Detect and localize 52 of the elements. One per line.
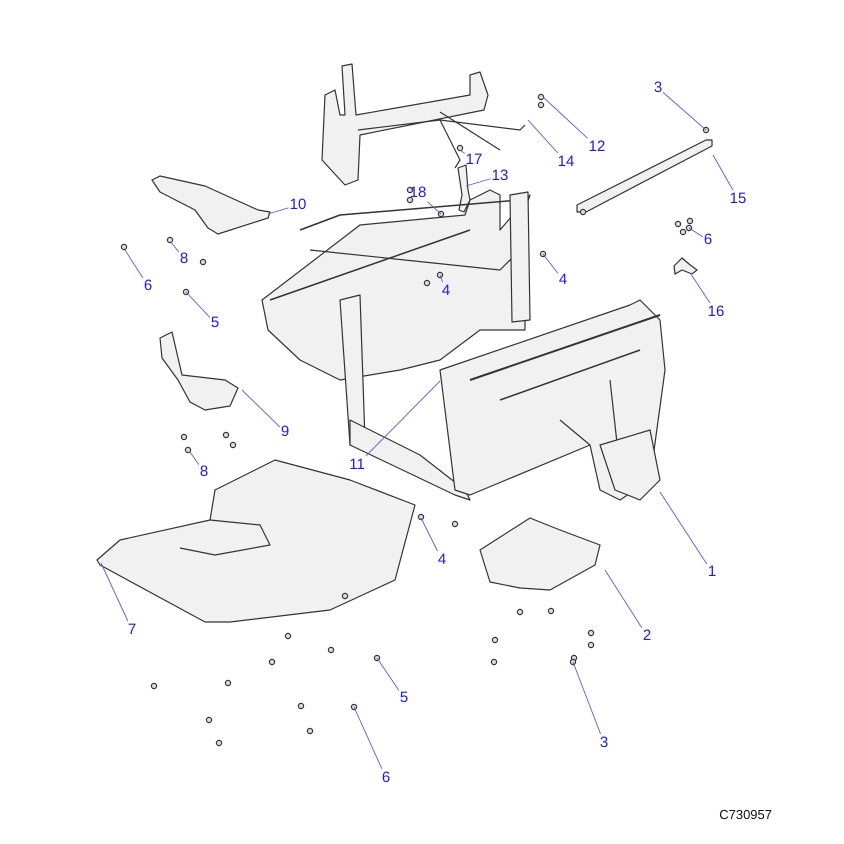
callout-number: 4: [442, 283, 450, 299]
callout-number: 3: [654, 80, 662, 96]
leader-line: [420, 518, 438, 552]
leader-line: [604, 570, 642, 628]
leader-line: [376, 658, 400, 691]
leader-line: [542, 254, 558, 274]
leader-line: [528, 120, 558, 154]
leader-line: [242, 390, 280, 428]
leader-line: [660, 492, 708, 564]
leader-line: [100, 562, 128, 622]
leader-line: [365, 380, 440, 457]
leader-line: [170, 242, 180, 253]
callout-number: 13: [492, 168, 508, 184]
callout-number: 5: [210, 315, 220, 331]
leader-line: [426, 201, 442, 214]
callout-number: 1: [708, 564, 716, 580]
leader-line: [186, 292, 210, 318]
callout-number: 12: [588, 139, 606, 155]
leader-line: [542, 96, 588, 139]
callout-number: 5: [400, 690, 408, 706]
callout-number: 4: [558, 272, 568, 288]
leader-line: [460, 150, 466, 154]
callout-number: 14: [558, 154, 574, 170]
callout-number: 7: [128, 622, 136, 638]
callout-number: 11: [349, 457, 365, 473]
callout-number: 16: [708, 304, 724, 320]
leader-line: [354, 706, 382, 770]
callout-number: 8: [200, 464, 208, 480]
leader-line: [572, 662, 601, 734]
callout-number: 6: [144, 278, 152, 294]
callout-number: 6: [704, 232, 712, 248]
leader-line: [662, 92, 706, 130]
leader-line: [466, 178, 492, 186]
callout-number: 18: [410, 185, 426, 201]
callout-number: 15: [730, 191, 746, 207]
callout-number: 8: [180, 251, 188, 267]
callout-number: 3: [600, 735, 608, 751]
callout-number: 6: [382, 770, 390, 786]
leader-line: [268, 207, 290, 214]
leader-line: [190, 452, 200, 466]
callout-number: 9: [280, 424, 290, 440]
drawing-number: C730957: [719, 807, 772, 822]
callout-number: 4: [438, 552, 446, 568]
leader-line: [691, 274, 710, 304]
leader-line: [124, 250, 144, 278]
leader-line: [440, 274, 444, 282]
callout-number: 2: [642, 628, 652, 644]
leader-line: [712, 154, 734, 190]
leader-line: [688, 228, 704, 238]
bracket-drawing: [673, 257, 698, 275]
callout-number: 17: [466, 152, 482, 168]
callout-number: 10: [290, 197, 306, 213]
